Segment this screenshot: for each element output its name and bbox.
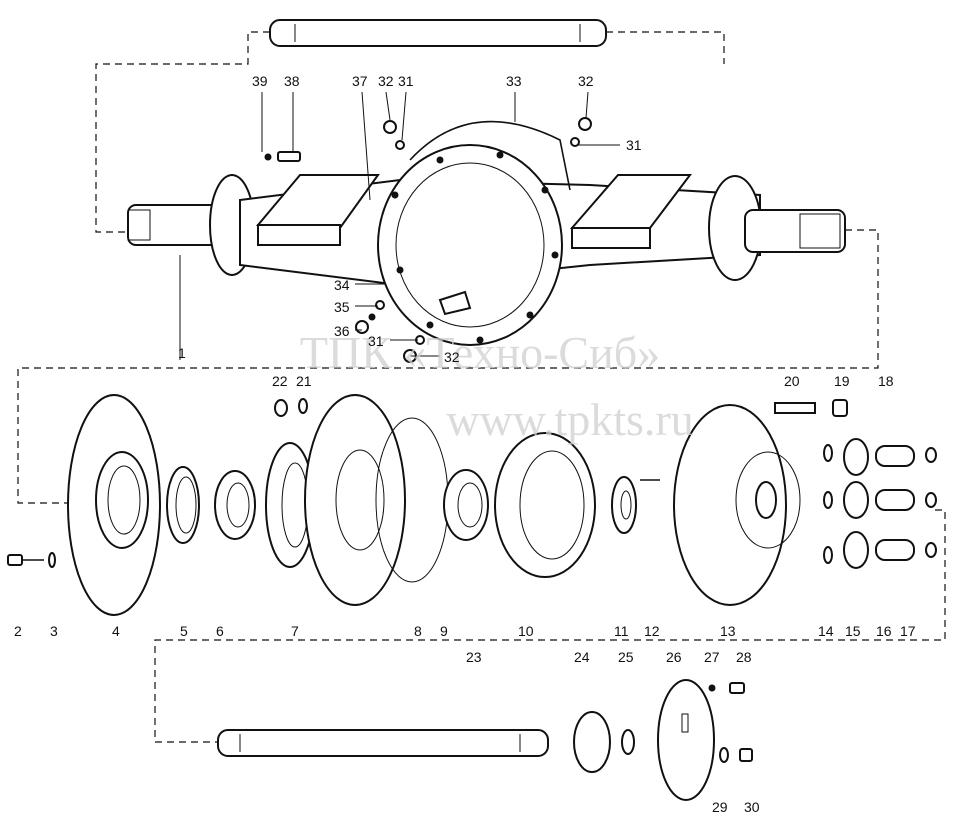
callout-30: 30 bbox=[744, 799, 760, 815]
callout-15: 15 bbox=[845, 623, 861, 639]
leader-lines bbox=[261, 91, 620, 357]
callout-20: 20 bbox=[784, 373, 800, 389]
callout-22: 22 bbox=[272, 373, 288, 389]
callout-24: 24 bbox=[574, 649, 590, 665]
callout-11: 11 bbox=[614, 623, 629, 639]
callout-4: 4 bbox=[112, 623, 120, 639]
callout-1: 1 bbox=[178, 345, 186, 361]
callout-9: 9 bbox=[440, 623, 448, 639]
callout-23: 23 bbox=[466, 649, 482, 665]
axle-housing bbox=[127, 120, 846, 346]
callout-31-b: 31 bbox=[626, 137, 642, 153]
hub-assembly bbox=[7, 394, 937, 616]
top-half-shaft bbox=[269, 19, 607, 47]
callout-39: 39 bbox=[252, 73, 268, 89]
callout-21: 21 bbox=[296, 373, 312, 389]
callout-17: 17 bbox=[900, 623, 916, 639]
callout-14: 14 bbox=[818, 623, 834, 639]
callout-35: 35 bbox=[334, 299, 350, 315]
callout-19: 19 bbox=[834, 373, 850, 389]
callout-8: 8 bbox=[414, 623, 422, 639]
watermark-url: www.tpkts.ru bbox=[446, 394, 693, 445]
callout-2: 2 bbox=[14, 623, 22, 639]
callout-25: 25 bbox=[618, 649, 634, 665]
callout-38: 38 bbox=[284, 73, 300, 89]
callout-32-b: 32 bbox=[578, 73, 594, 89]
watermark-brand: ТПК «Техно-Сиб» bbox=[300, 327, 660, 378]
callout-7: 7 bbox=[291, 623, 299, 639]
callout-28: 28 bbox=[736, 649, 752, 665]
callout-3: 3 bbox=[50, 623, 58, 639]
callout-32-c: 32 bbox=[444, 349, 460, 365]
callout-12: 12 bbox=[644, 623, 660, 639]
callout-36: 36 bbox=[334, 323, 350, 339]
callout-5: 5 bbox=[180, 623, 188, 639]
callout-labels: 1 2 3 4 5 6 7 8 9 10 11 12 13 14 15 16 1… bbox=[14, 73, 916, 815]
callout-31-c: 31 bbox=[368, 333, 384, 349]
callout-6: 6 bbox=[216, 623, 224, 639]
callout-27: 27 bbox=[704, 649, 720, 665]
assembly-guide-lines bbox=[17, 31, 946, 743]
bottom-row-parts bbox=[217, 679, 753, 801]
callout-32-a: 32 bbox=[378, 73, 394, 89]
callout-33: 33 bbox=[506, 73, 522, 89]
callout-16: 16 bbox=[876, 623, 892, 639]
callout-26: 26 bbox=[666, 649, 682, 665]
callout-18: 18 bbox=[878, 373, 894, 389]
callout-29: 29 bbox=[712, 799, 728, 815]
callout-10: 10 bbox=[518, 623, 534, 639]
callout-13: 13 bbox=[720, 623, 736, 639]
callout-34: 34 bbox=[334, 277, 350, 293]
callout-37: 37 bbox=[352, 73, 368, 89]
callout-31-a: 31 bbox=[398, 73, 414, 89]
